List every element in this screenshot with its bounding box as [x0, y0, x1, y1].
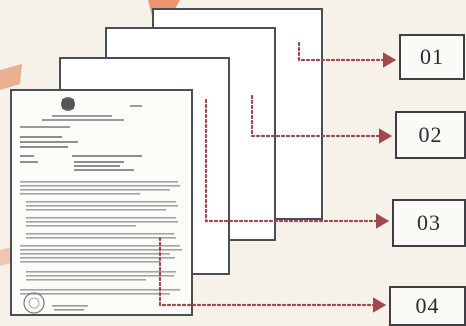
label-03: 03 — [417, 210, 441, 235]
document-header-lines — [20, 105, 142, 128]
connector-02 — [250, 94, 393, 144]
label-box-03: 03 — [392, 199, 466, 247]
label-04: 04 — [415, 293, 440, 318]
document-address-lines — [20, 136, 142, 171]
circular-seal-stamp-icon — [23, 292, 45, 314]
label-box-02: 02 — [395, 111, 466, 159]
label-02: 02 — [418, 122, 443, 147]
document-body-lines — [20, 181, 182, 295]
connector-01 — [297, 41, 397, 68]
signature-lines — [52, 305, 88, 311]
orange-accent-left — [0, 64, 22, 90]
connector-04 — [158, 236, 387, 313]
front-document — [10, 89, 193, 316]
coat-of-arms-emblem-icon — [61, 97, 75, 111]
label-box-04: 04 — [389, 286, 466, 326]
label-box-01: 01 — [399, 34, 465, 80]
connector-03 — [204, 98, 390, 229]
document-content — [20, 97, 182, 314]
label-01: 01 — [420, 44, 444, 69]
